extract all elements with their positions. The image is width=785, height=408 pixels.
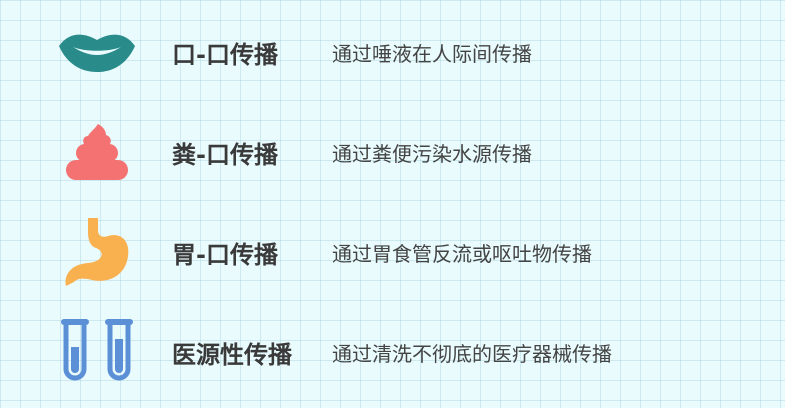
route-row-fecal-oral: 粪-口传播 通过粪便污染水源传播 (0, 112, 785, 192)
test-tubes-icon (52, 312, 142, 392)
stomach-icon (52, 212, 142, 292)
lips-icon (52, 12, 142, 92)
route-description: 通过清洗不彻底的医疗器械传播 (332, 341, 612, 366)
route-row-iatrogenic: 医源性传播 通过清洗不彻底的医疗器械传播 (0, 312, 785, 392)
route-description: 通过胃食管反流或呕吐物传播 (332, 241, 592, 266)
route-description: 通过唾液在人际间传播 (332, 41, 532, 66)
route-title: 胃-口传播 (172, 240, 278, 269)
route-title: 医源性传播 (172, 340, 292, 369)
route-title: 口-口传播 (172, 40, 278, 69)
poop-icon (52, 112, 142, 192)
route-row-gastro-oral: 胃-口传播 通过胃食管反流或呕吐物传播 (0, 212, 785, 292)
route-row-oral-oral: 口-口传播 通过唾液在人际间传播 (0, 12, 785, 92)
route-description: 通过粪便污染水源传播 (332, 141, 532, 166)
route-title: 粪-口传播 (172, 140, 278, 169)
